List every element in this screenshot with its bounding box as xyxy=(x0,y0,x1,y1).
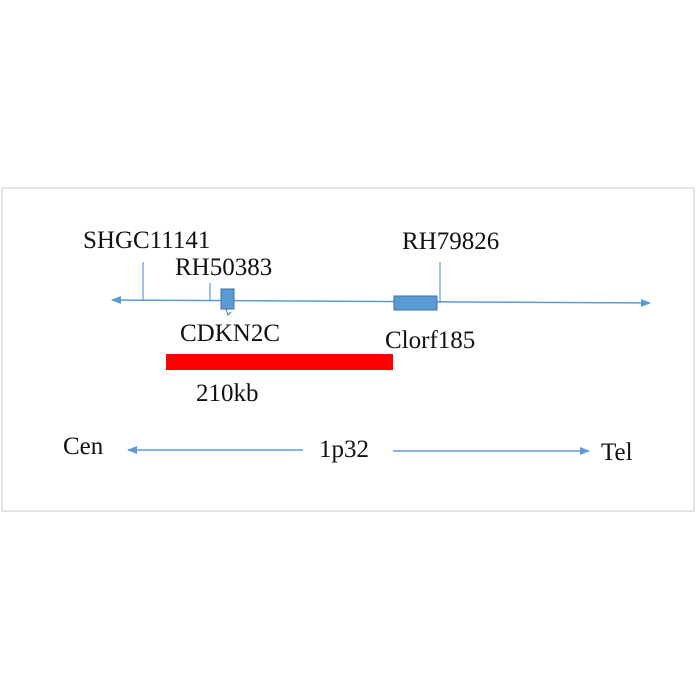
orientation-label-tel: Tel xyxy=(601,439,633,466)
gene-box-clorf185 xyxy=(393,295,438,311)
gene-label-cdkn2c: CDKN2C xyxy=(180,320,280,347)
orientation-label-band: 1p32 xyxy=(319,436,369,463)
marker-label-rh79826: RH79826 xyxy=(402,228,499,255)
gene-box-cdkn2c xyxy=(220,288,235,310)
diagram-frame xyxy=(1,187,695,512)
region-bar-210kb xyxy=(166,354,393,370)
chromosome-line xyxy=(111,296,651,307)
gene-tail-cdkn2c xyxy=(225,308,232,316)
gene-label-clorf185: Clorf185 xyxy=(385,327,475,354)
marker-label-shgc11141: SHGC11141 xyxy=(83,227,210,254)
region-size-label: 210kb xyxy=(196,380,259,407)
orientation-label-cen: Cen xyxy=(63,433,104,460)
marker-label-rh50383: RH50383 xyxy=(175,254,272,281)
